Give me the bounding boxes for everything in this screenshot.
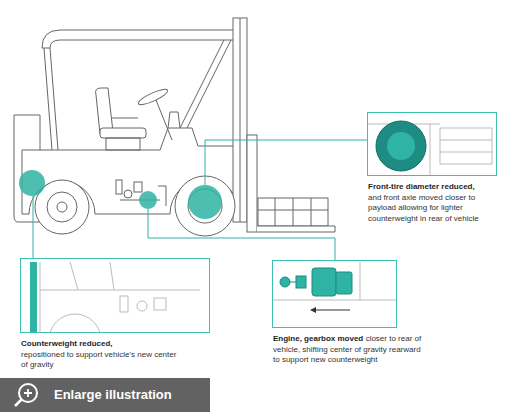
leader-line	[148, 209, 335, 260]
carriage	[247, 135, 257, 232]
callout-text: and front axle moved closer to payload a…	[368, 193, 479, 223]
inset-panel: Engine, gearbox movedcloser to rear of v…	[272, 260, 397, 328]
seat-cushion	[100, 128, 146, 138]
front-tire-spot	[188, 185, 222, 219]
counterweight-spot	[19, 170, 45, 196]
engine-part	[124, 190, 132, 198]
inset-ground	[367, 112, 497, 176]
rear-wheel-rim	[47, 192, 77, 222]
inset-panel: Front-tire diameter reduced,and front ax…	[367, 112, 497, 176]
engine-part	[134, 182, 142, 192]
enlarge-button: Enlarge illustration	[0, 378, 210, 412]
inset-engine	[280, 268, 352, 296]
inset-tire	[376, 121, 426, 171]
inset-ground	[20, 258, 210, 333]
highlight-spots	[19, 170, 222, 219]
dashboard	[168, 112, 180, 128]
callout-heading: Counterweight reduced,	[21, 339, 181, 350]
button-label: Enlarge illustration	[54, 378, 172, 412]
steering-column	[156, 100, 172, 140]
inset-backrest	[440, 128, 492, 164]
inset-engine-part	[296, 276, 306, 288]
seat-base	[106, 138, 140, 150]
mast-rail	[240, 18, 241, 222]
overhead-guard	[42, 30, 234, 48]
magnifier-handle	[15, 400, 22, 407]
magnifier-plus	[24, 389, 32, 397]
forklift-body	[14, 18, 335, 236]
inset-engine-part	[137, 301, 147, 311]
mast	[233, 18, 247, 222]
button-ground	[0, 378, 210, 412]
inset-engine-part	[154, 298, 166, 310]
inset-post-lines	[70, 262, 114, 290]
callout-caption: Front-tire diameter reduced,and front ax…	[368, 182, 504, 224]
leader-lines	[33, 140, 367, 260]
inset-faded-forklift	[40, 262, 200, 333]
inset-engine-part	[120, 296, 128, 312]
inset-engine-part	[290, 282, 296, 283]
move-arrowhead	[310, 307, 316, 313]
inset-engine-block	[336, 272, 352, 294]
inset-gearbox	[312, 268, 336, 296]
engine-inset	[272, 260, 397, 328]
inset-engine-part	[280, 277, 290, 287]
callout-caption: Counterweight reduced,repositioned to su…	[21, 339, 181, 371]
inset-backrest-bars	[440, 140, 492, 152]
rear-wheel-hub	[57, 202, 67, 212]
load-backrest	[258, 198, 328, 226]
engine-spot	[139, 191, 157, 209]
seat-back	[96, 88, 113, 134]
fork-tine	[257, 226, 335, 232]
magnifier-lens	[19, 384, 37, 402]
engine-part	[116, 180, 122, 194]
callout-heading: Engine, gearbox moved	[273, 334, 363, 343]
inset-body-lines	[272, 262, 397, 300]
move-arrow	[312, 309, 350, 310]
leader-line	[33, 196, 34, 258]
front-tire-inset	[367, 112, 497, 176]
rear-post	[44, 48, 58, 150]
inset-wheel	[49, 314, 101, 333]
enlarge-button-art	[0, 378, 210, 412]
backrest-bars	[258, 198, 328, 226]
inset-panel: Counterweight reduced,repositioned to su…	[20, 258, 210, 333]
inset-body-lines	[40, 262, 200, 333]
callout-heading: Front-tire diameter reduced,	[368, 182, 504, 193]
inset-ground	[272, 260, 397, 328]
steering-wheel	[137, 87, 169, 108]
front-post	[180, 40, 231, 128]
leader-line	[205, 140, 367, 185]
callout-text: repositioned to support vehicle's new ce…	[21, 350, 176, 370]
callout-caption: Engine, gearbox movedcloser to rear of v…	[273, 334, 423, 366]
inset-counterweight	[30, 262, 37, 332]
inset-rim	[387, 132, 415, 160]
armrest	[112, 118, 138, 119]
counterweight-inset	[20, 258, 210, 333]
